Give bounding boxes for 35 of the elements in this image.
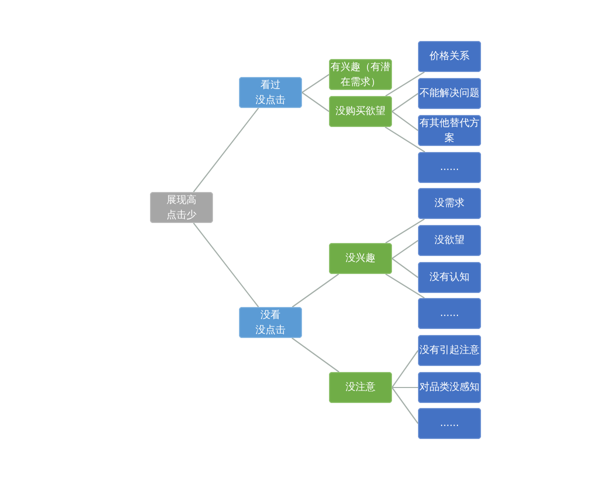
connector-line [302,92,330,112]
connector-line [302,74,330,93]
leaf-box: 没有认知 [418,262,481,293]
branch-box: 看过没点击 [239,77,302,108]
connector-line [392,111,418,131]
leaf-box: 没有引起注意 [418,335,481,366]
leaf-box: 对品类没感知 [418,372,481,403]
sub-branch-box: 没兴趣 [329,243,392,274]
connector-line [193,222,259,308]
connector-line [392,93,418,112]
connector-line [292,338,340,372]
connector-line [392,258,418,278]
connector-line [385,72,425,96]
connector-line [392,240,418,259]
leaf-box: ...... [418,408,481,439]
branch-box: 没看没点击 [239,307,302,338]
leaf-box: 价格关系 [418,41,481,72]
leaf-box: ...... [418,152,481,183]
leaf-box: 没需求 [418,188,481,219]
sub-branch-box: 没注意 [329,372,392,403]
leaf-box: 有其他替代方案 [418,115,481,146]
connector-line [384,126,426,152]
connector-line [392,386,418,388]
connector-line [392,387,418,424]
leaf-box: ...... [418,298,481,329]
connector-line [193,108,259,192]
connector-line [385,218,425,244]
leaf-box: 没欲望 [418,225,481,256]
leaf-box: 不能解决问题 [418,78,481,109]
root-box: 展现高点击少 [150,192,213,223]
sub-branch-box: 有兴趣（有潜在需求） [329,59,392,90]
connector-line [385,274,425,298]
sub-branch-box: 没购买欲望 [329,96,392,127]
connector-line [292,274,340,308]
connector-line [392,350,418,388]
